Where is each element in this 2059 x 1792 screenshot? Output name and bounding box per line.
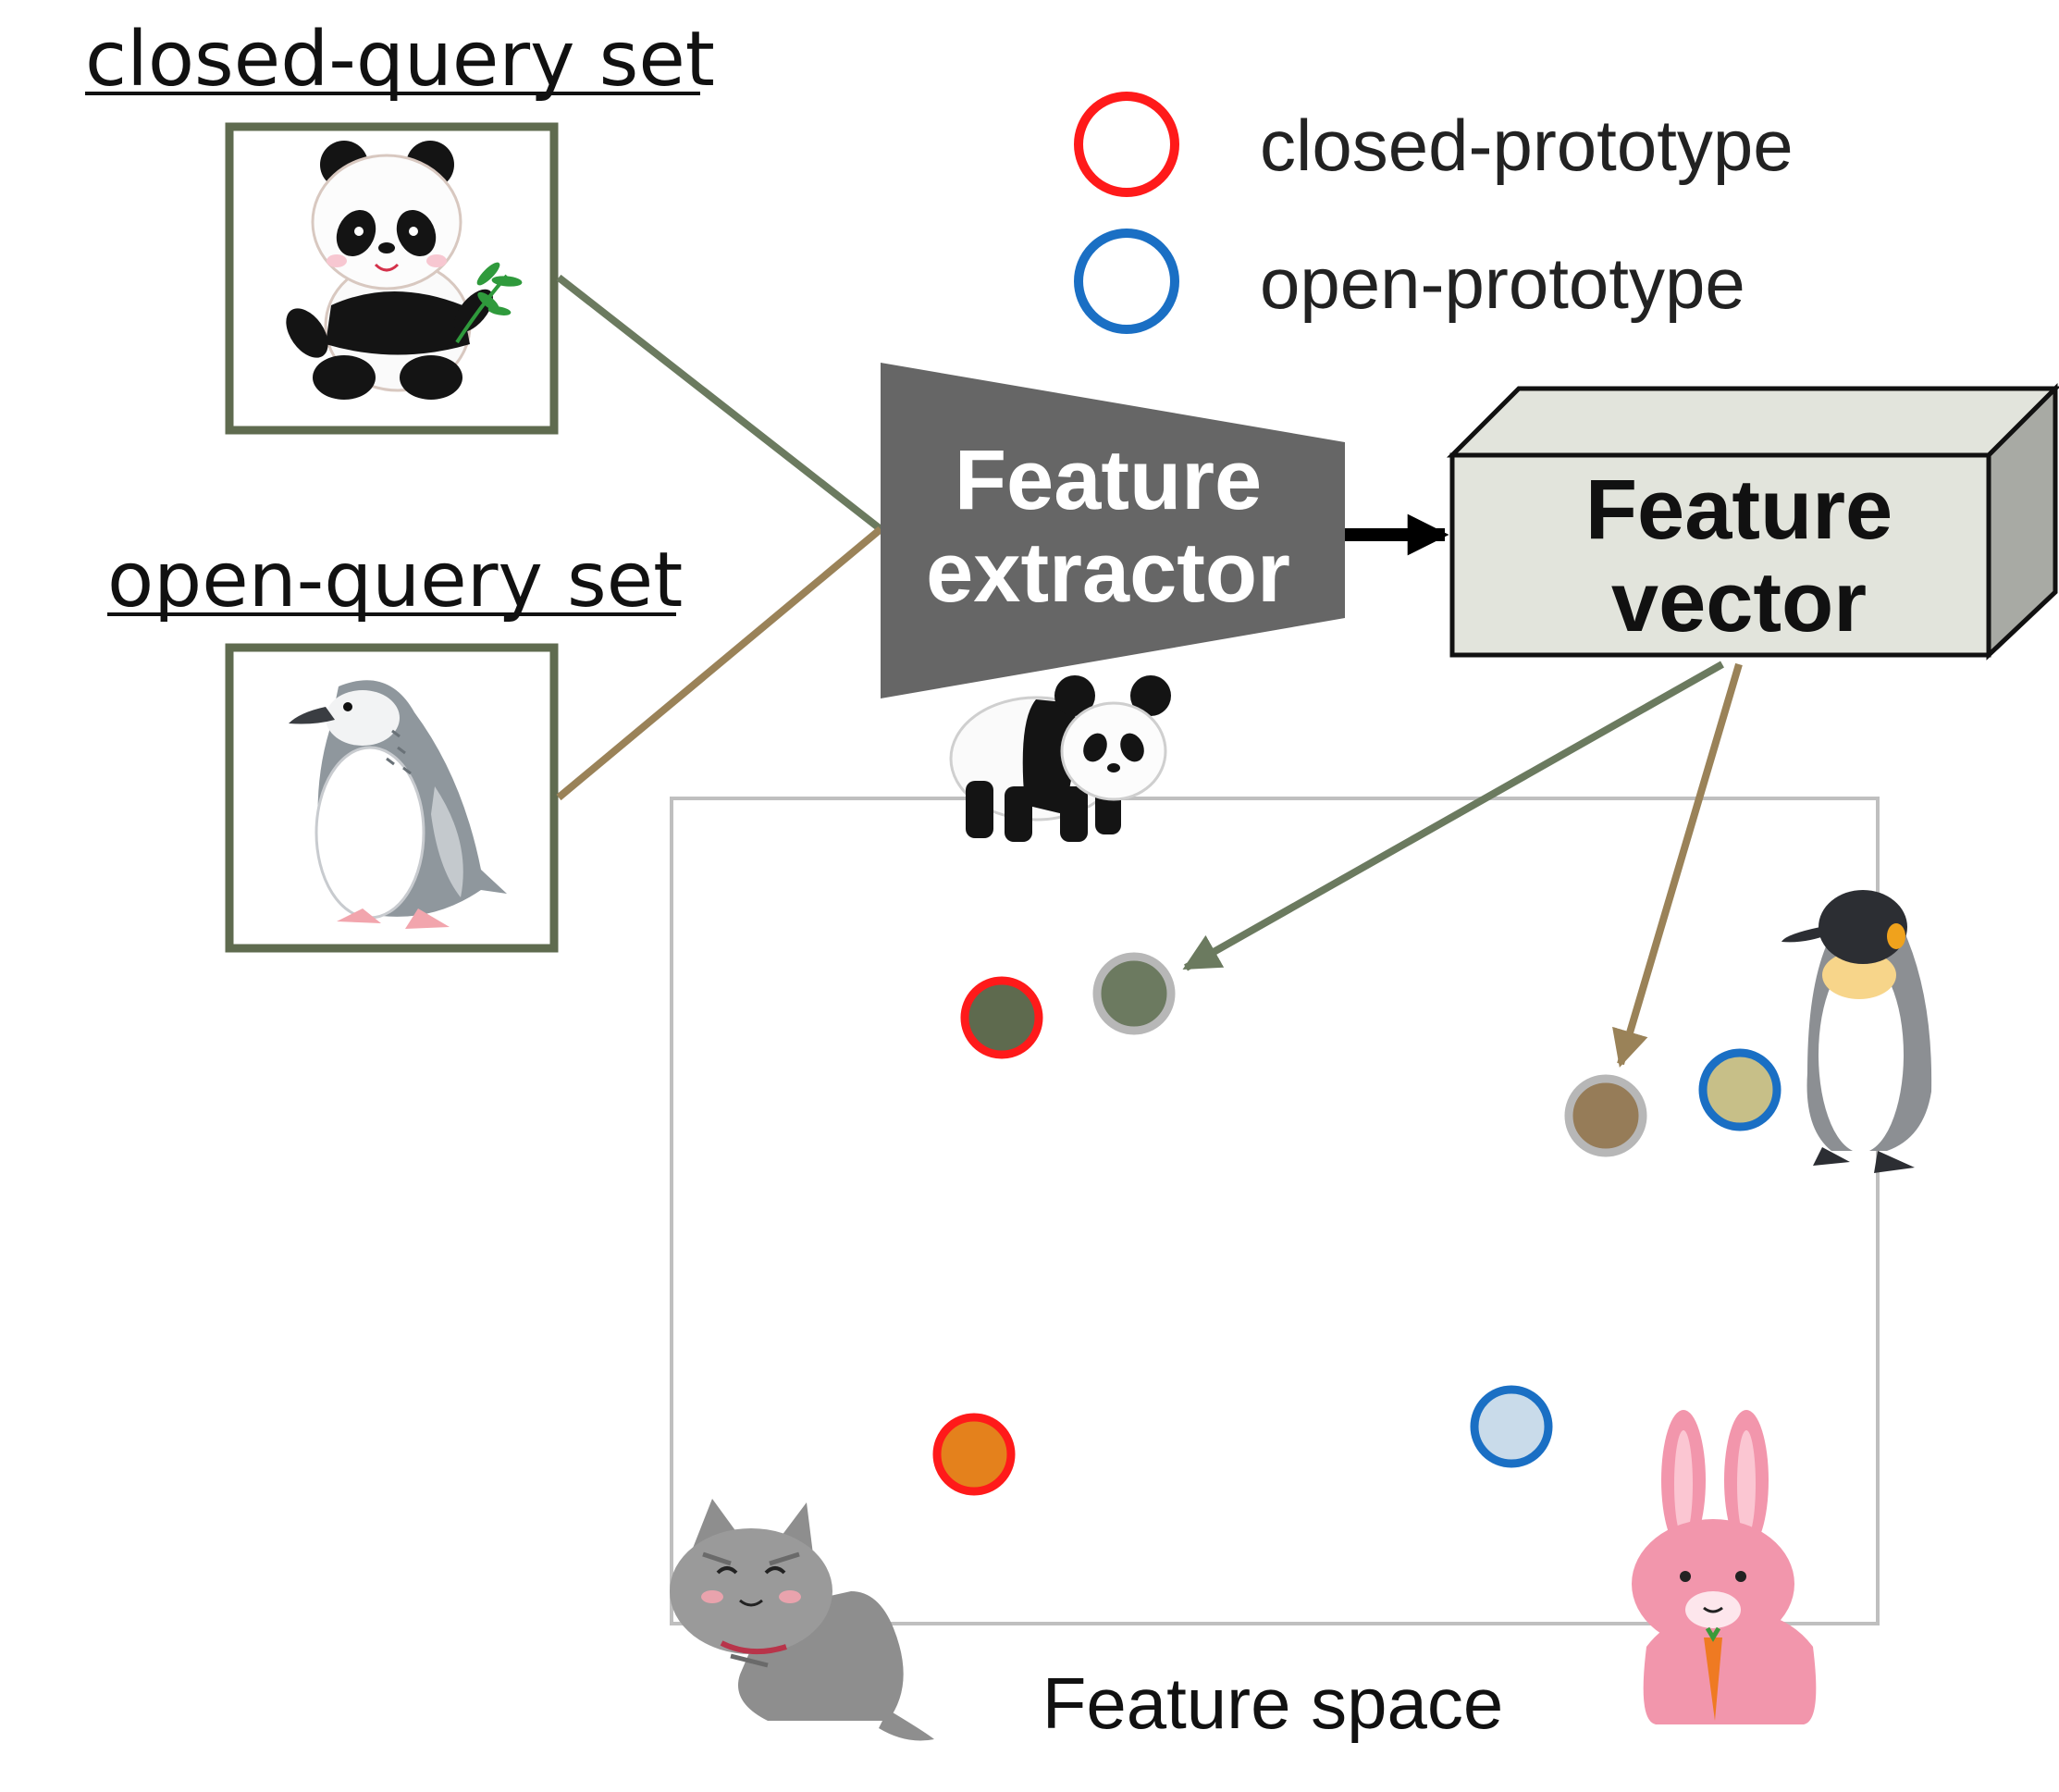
open-feature-arrow <box>1612 662 1743 1068</box>
closed-feature-arrow <box>1182 661 1724 971</box>
king-penguin-icon <box>1782 890 1932 1173</box>
legend-closed-label: closed-prototype <box>1260 105 1794 186</box>
carrot-icon <box>1704 1626 1722 1721</box>
closed-prototype-cat <box>932 1413 1016 1496</box>
legend-open-label: open-prototype <box>1260 242 1745 324</box>
closed-query-point <box>1092 952 1176 1035</box>
penguin-icon <box>289 680 507 929</box>
walking-panda-icon <box>949 675 1171 842</box>
penguin-feet <box>337 908 450 929</box>
legend: closed-prototype open-prototype <box>1074 92 1794 334</box>
legend-closed-marker <box>1074 92 1179 197</box>
open-query-label-group: open-query set <box>107 537 683 624</box>
cat-icon <box>670 1499 934 1741</box>
vector-label-line2: vector <box>1611 555 1867 649</box>
rabbit-icon <box>1632 1410 1817 1724</box>
open-prototype-penguin <box>1698 1048 1782 1131</box>
open-query-connector <box>556 525 883 801</box>
feature-vector-box: Feature vector <box>1446 382 2059 661</box>
panda-icon <box>286 141 523 400</box>
extractor-label-line1: Feature <box>955 433 1262 527</box>
bamboo-leaf-icon <box>455 262 523 344</box>
closed-query-box <box>225 122 559 435</box>
open-prototype-rabbit <box>1470 1385 1553 1468</box>
closed-query-connector <box>556 274 883 533</box>
closed-prototype-panda <box>960 976 1043 1059</box>
feature-extractor: Feature extractor <box>881 363 1345 698</box>
feature-space-frame <box>670 797 1880 1625</box>
open-query-box <box>225 643 559 953</box>
closed-query-label-group: closed-query set <box>85 16 715 104</box>
open-query-point <box>1564 1074 1647 1157</box>
open-query-label: open-query set <box>107 537 683 624</box>
closed-query-label: closed-query set <box>85 16 715 104</box>
legend-open-marker <box>1074 229 1179 334</box>
feature-space-label: Feature space <box>1042 1662 1504 1744</box>
vector-label-line1: Feature <box>1585 463 1893 557</box>
extractor-label-line2: extractor <box>926 525 1290 620</box>
